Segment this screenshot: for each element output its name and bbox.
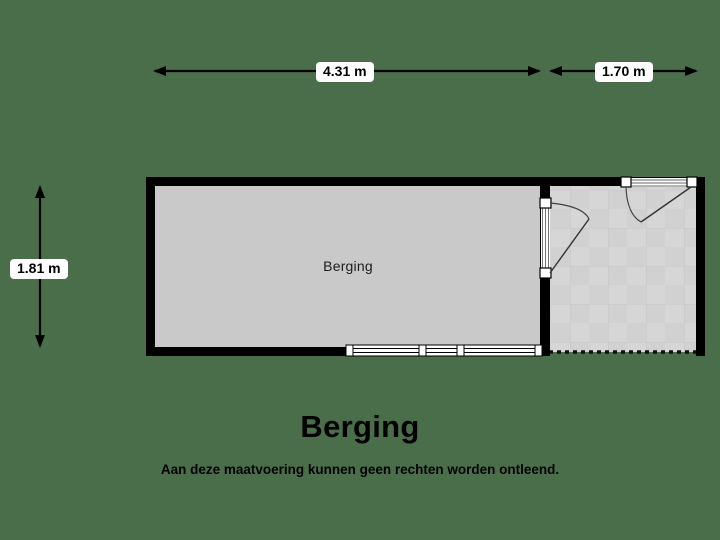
exterior-door-top: [620, 176, 698, 223]
wall-room-bottom-left: [146, 347, 346, 356]
dimension-label-top-left: 4.31 m: [316, 62, 374, 82]
terrace-area: [549, 180, 700, 354]
wall-room-top: [146, 177, 549, 186]
dimension-label-left: 1.81 m: [10, 259, 68, 279]
room-label-berging: Berging: [323, 258, 373, 274]
page-title: Berging: [300, 409, 420, 444]
wall-terrace-right: [696, 177, 705, 356]
window-band-bottom: [345, 344, 543, 357]
interior-door-left: [539, 197, 590, 279]
berging-room-fill: [155, 186, 540, 347]
disclaimer-text: Aan deze maatvoering kunnen geen rechten…: [160, 462, 560, 477]
dimension-label-top-right: 1.70 m: [595, 62, 653, 82]
title-block: Berging Aan deze maatvoering kunnen geen…: [0, 408, 720, 478]
wall-room-left: [146, 177, 155, 356]
